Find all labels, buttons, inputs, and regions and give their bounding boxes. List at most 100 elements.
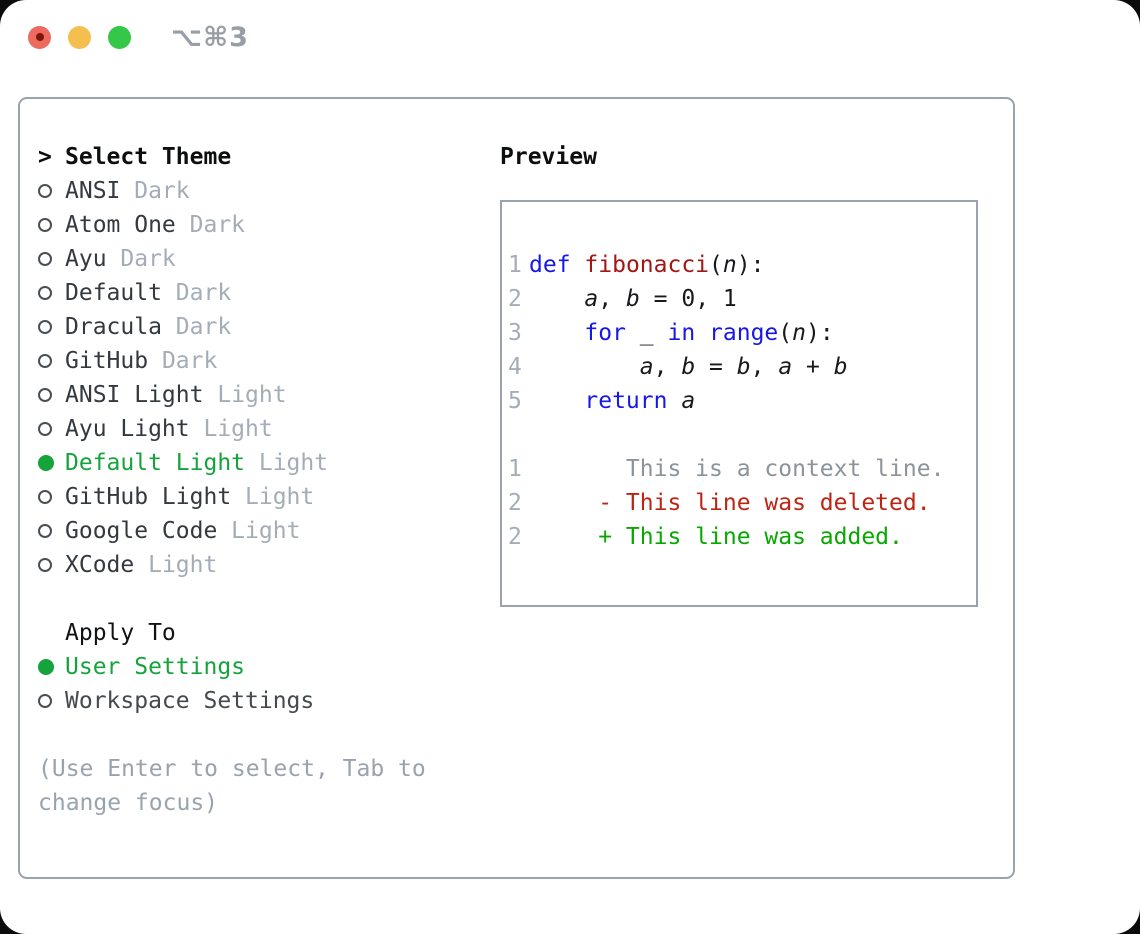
theme-name: Default Light [65, 450, 246, 476]
theme-variant-label: Light [189, 416, 273, 442]
code-token-kw: def [529, 252, 571, 278]
theme-list-item[interactable]: Dracula Dark [38, 310, 488, 344]
radio-circle-icon [38, 455, 54, 471]
theme-variant-label: Dark [106, 246, 176, 272]
code-token-kw: for [584, 320, 626, 346]
theme-name: GitHub [65, 348, 149, 374]
select-theme-header: >Select Theme [38, 140, 488, 174]
apply-to-option[interactable]: User Settings [38, 650, 488, 684]
radio-unselected-icon[interactable] [38, 378, 65, 412]
theme-name: Default [65, 280, 162, 306]
theme-name: Google Code [65, 518, 218, 544]
code-token-txt: , [653, 354, 682, 380]
apply-to-option-label: Workspace Settings [65, 688, 315, 714]
radio-unselected-icon[interactable] [38, 208, 65, 242]
theme-list-item[interactable]: Atom One Dark [38, 208, 488, 242]
code-token-txt [695, 320, 709, 346]
theme-variant-label: Dark [148, 348, 218, 374]
line-number: 5 [508, 388, 522, 414]
preview-code-line: 2 - This line was deleted. [508, 486, 976, 520]
radio-circle-icon [38, 694, 52, 708]
theme-list-item[interactable]: ANSI Light Light [38, 378, 488, 412]
theme-list-item[interactable]: XCode Light [38, 548, 488, 582]
theme-list-item[interactable]: ANSI Dark [38, 174, 488, 208]
radio-unselected-icon[interactable] [38, 174, 65, 208]
theme-list-item[interactable]: GitHub Light Light [38, 480, 488, 514]
code-token-var: a [778, 354, 793, 380]
prompt-icon: > [38, 144, 52, 170]
usage-hint: (Use Enter to select, Tab to change focu… [38, 756, 426, 816]
code-token-txt [667, 388, 681, 414]
theme-variant-label: Dark [161, 314, 232, 340]
radio-circle-icon [38, 558, 52, 572]
code-token-txt: _ [625, 320, 668, 346]
code-token-txt [529, 388, 584, 414]
zoom-button[interactable] [108, 25, 131, 49]
radio-unselected-icon[interactable] [38, 242, 65, 276]
radio-unselected-icon[interactable] [38, 310, 65, 344]
radio-unselected-icon[interactable] [38, 480, 65, 514]
section-gap [38, 582, 488, 616]
theme-name: ANSI [65, 178, 121, 204]
code-token-kw: in [667, 320, 696, 346]
preview-code-line: 2 + This line was added. [508, 520, 976, 554]
code-token-txt: ): [736, 252, 765, 278]
radio-unselected-icon[interactable] [38, 684, 65, 718]
code-token-var: a [681, 388, 696, 414]
theme-variant-label: Dark [175, 212, 246, 238]
radio-circle-icon [38, 320, 52, 334]
theme-list-item[interactable]: Google Code Light [38, 514, 488, 548]
theme-list-item[interactable]: Ayu Dark [38, 242, 488, 276]
code-token-var: b [833, 354, 848, 380]
minimize-button[interactable] [68, 25, 91, 49]
line-number: 4 [508, 354, 522, 380]
theme-list-item[interactable]: Default Light Light [38, 446, 488, 480]
code-token-txt [571, 252, 585, 278]
code-token-var: b [681, 354, 696, 380]
code-token-ctx: This is a context line. [529, 456, 945, 482]
theme-list-item[interactable]: Ayu Light Light [38, 412, 488, 446]
radio-circle-icon [38, 218, 52, 232]
preview-code-line: 2 a, b = 0, 1 [508, 282, 976, 316]
code-token-txt: = [695, 354, 737, 380]
code-token-txt: , [598, 286, 626, 312]
code-token-var: b [625, 286, 640, 312]
line-number: 1 [508, 456, 522, 482]
preview-code-line [508, 418, 976, 452]
theme-variant-label: Light [231, 484, 315, 510]
radio-selected-icon[interactable] [38, 650, 65, 684]
preview-code-line: 5 return a [508, 384, 976, 418]
theme-name: ANSI Light [65, 382, 204, 408]
radio-unselected-icon[interactable] [38, 344, 65, 378]
theme-name: Atom One [65, 212, 176, 238]
radio-unselected-icon[interactable] [38, 276, 65, 310]
theme-variant-label: Light [134, 552, 218, 578]
theme-list-item[interactable]: GitHub Dark [38, 344, 488, 378]
code-token-var: b [736, 354, 751, 380]
code-token-txt [529, 354, 640, 380]
line-number: 1 [508, 252, 522, 278]
theme-list-item[interactable]: Default Dark [38, 276, 488, 310]
apply-to-title: Apply To [65, 620, 176, 646]
radio-selected-icon[interactable] [38, 446, 65, 480]
code-token-var: n [722, 252, 737, 278]
radio-unselected-icon[interactable] [38, 514, 65, 548]
radio-unselected-icon[interactable] [38, 548, 65, 582]
radio-unselected-icon[interactable] [38, 412, 65, 446]
code-token-txt [529, 320, 584, 346]
radio-circle-icon [38, 422, 52, 436]
line-number: 2 [508, 490, 522, 516]
theme-name: Ayu [65, 246, 107, 272]
code-token-txt: = 0, 1 [639, 286, 737, 312]
close-button[interactable] [28, 25, 51, 49]
apply-to-option[interactable]: Workspace Settings [38, 684, 488, 718]
theme-name: Dracula [65, 314, 162, 340]
theme-variant-label: Dark [120, 178, 190, 204]
apply-to-header: Apply To [38, 616, 488, 650]
code-token-txt: + [792, 354, 834, 380]
